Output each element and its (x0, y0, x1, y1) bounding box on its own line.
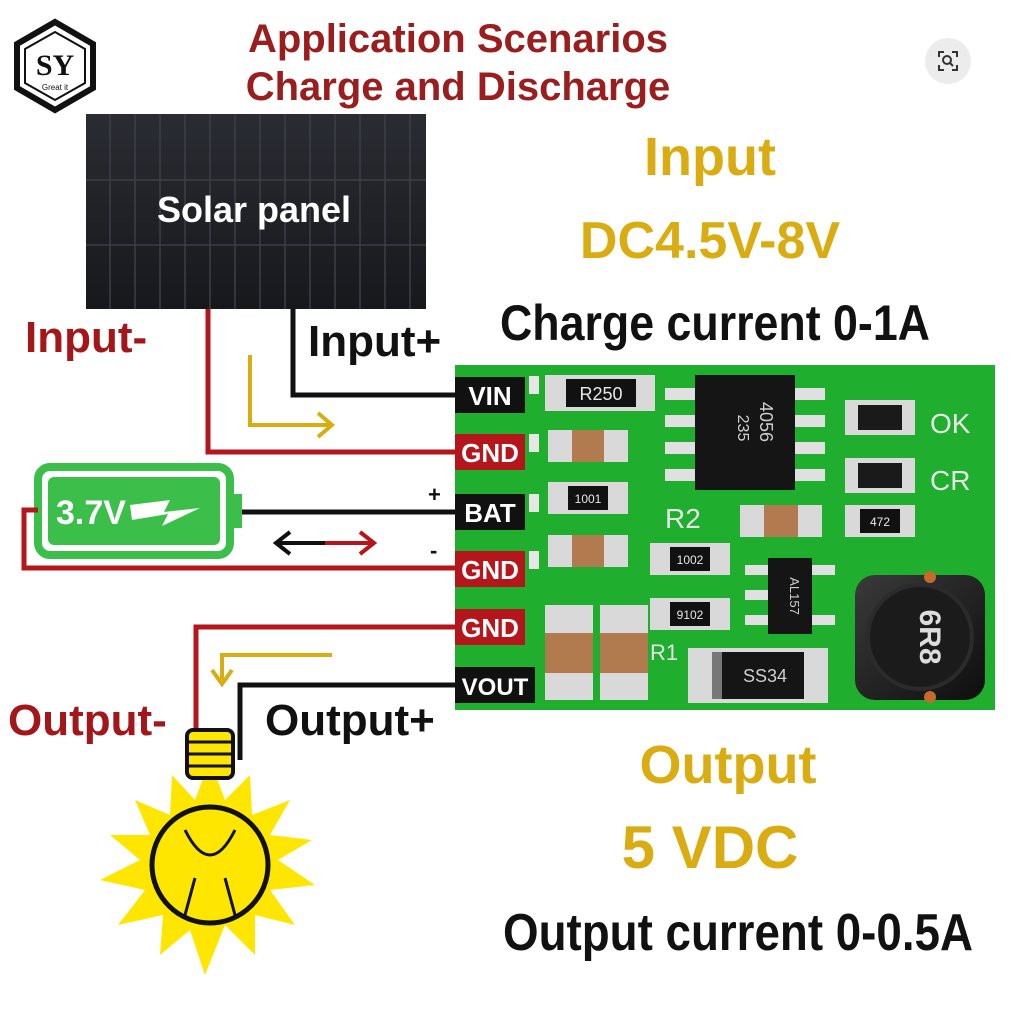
title-line1: Application Scenarios (248, 17, 668, 61)
led-cr-label: CR (930, 465, 970, 496)
pin-bat: BAT (464, 498, 516, 528)
title-line2: Charge and Discharge (246, 65, 671, 109)
led-ok-label: OK (930, 408, 971, 439)
chip-label-2: 235 (734, 415, 751, 442)
input-heading: Input (644, 127, 776, 187)
visual-search-button[interactable] (925, 38, 971, 84)
input-voltage: DC4.5V-8V (580, 212, 840, 270)
resistor-472: 472 (870, 515, 890, 529)
inductor-label: 6R8 (913, 609, 946, 664)
logo-tagline: Great it (42, 83, 69, 92)
pin-gnd-out: GND (461, 613, 519, 643)
search-lens-icon (938, 51, 958, 71)
input-minus-label: Input- (25, 313, 147, 362)
resistor-1001: 1001 (575, 492, 602, 506)
pin-vin: VIN (468, 381, 511, 411)
chip-label-1: 4056 (756, 402, 776, 442)
flow-arrow-icon (248, 355, 336, 439)
pcb-board: VIN GND BAT GND GND VOUT R250 (455, 365, 995, 710)
chip-4056: 4056 235 (665, 375, 825, 490)
lightning-icon (130, 500, 200, 526)
output-current: Output current 0-0.5A (503, 904, 973, 962)
pin-gnd-in: GND (461, 438, 519, 468)
output-minus-label: Output- (8, 696, 167, 745)
input-plus-label: Input+ (308, 317, 441, 366)
input-wires (205, 309, 455, 455)
battery-minus-sign: - (430, 538, 437, 563)
capacitors-left (548, 430, 822, 567)
light-bulb-icon (100, 728, 315, 975)
solar-panel-label: Solar panel (157, 189, 351, 230)
output-flow-arrow-icon (210, 653, 332, 688)
logo-hexagon-icon: SY Great it (14, 18, 96, 114)
battery-icon: 3.7V (34, 463, 242, 559)
inductor-6r8: 6R8 (855, 571, 985, 703)
diode-ss34: SS34 (743, 666, 787, 686)
resistor-r250: R250 (579, 384, 622, 404)
output-heading: Output (640, 735, 817, 795)
battery-plus-sign: + (428, 482, 441, 507)
pin-gnd-bat: GND (461, 555, 519, 585)
charge-current: Charge current 0-1A (500, 295, 930, 351)
bidirectional-arrow-icon (272, 530, 378, 556)
output-plus-label: Output+ (265, 696, 435, 745)
chip-al157: AL157 (787, 577, 802, 615)
resistor-9102: 9102 (677, 608, 704, 622)
pin-vout: VOUT (462, 674, 529, 701)
resistor-1002: 1002 (677, 553, 704, 567)
solar-panel: Solar panel (86, 114, 426, 309)
battery-wires (21, 507, 455, 571)
output-voltage: 5 VDC (622, 814, 799, 881)
battery-voltage: 3.7V (56, 494, 126, 532)
logo-text: SY (36, 49, 75, 82)
label-r2: R2 (665, 503, 701, 534)
output-wires (193, 624, 455, 760)
label-r1: R1 (650, 640, 678, 665)
